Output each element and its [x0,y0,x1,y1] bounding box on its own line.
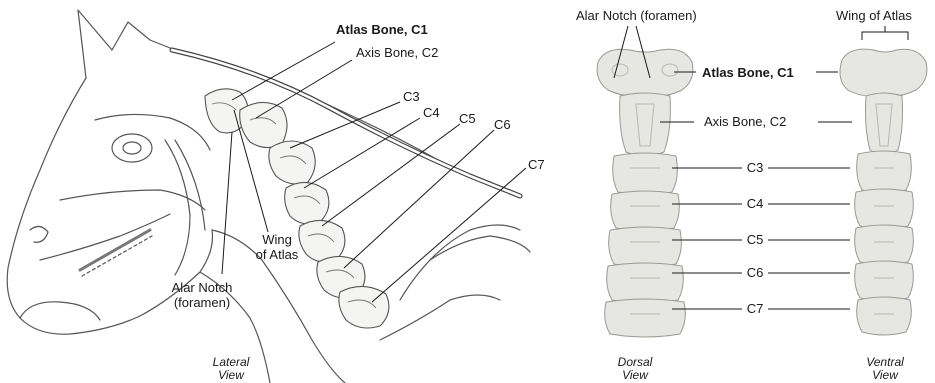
ventral-caption-line2: View [845,369,925,382]
dorsal-label-axis-c2: Axis Bone, C2 [704,114,786,129]
dorsal-label-c4: C4 [740,196,770,211]
lateral-label-c4: C4 [423,105,440,120]
lateral-label-alar-line2: (foramen) [164,295,240,310]
lateral-label-alar-notch: Alar Notch (foramen) [164,280,240,310]
ventral-spine-illustration [840,49,927,335]
lateral-label-c5: C5 [459,111,476,126]
dorsal-caption-line2: View [595,369,675,382]
lateral-label-atlas-c1: Atlas Bone, C1 [336,22,428,37]
lateral-label-axis-c2: Axis Bone, C2 [356,45,438,60]
lateral-label-wing-of-atlas: Wing of Atlas [252,232,302,262]
lateral-label-c6: C6 [494,117,511,132]
dorsal-view-caption: Dorsal View [595,356,675,382]
dorsal-label-c6: C6 [740,265,770,280]
lateral-view-caption: Lateral View [191,356,271,382]
lateral-label-c7: C7 [528,157,545,172]
lateral-label-c3: C3 [403,89,420,104]
ventral-label-wing-of-atlas: Wing of Atlas [836,8,912,23]
dorsal-label-c3: C3 [740,160,770,175]
ventral-view-caption: Ventral View [845,356,925,382]
dorsal-label-c7: C7 [740,301,770,316]
dorsal-spine-illustration [597,49,693,337]
dorsal-label-c5: C5 [740,232,770,247]
lateral-label-wing-line2: of Atlas [252,247,302,262]
leader-alar-lateral [222,132,232,274]
lateral-caption-line2: View [191,369,271,382]
lateral-label-wing-line1: Wing [252,232,302,247]
dorsal-label-alar-notch: Alar Notch (foramen) [576,8,697,23]
lateral-label-alar-line1: Alar Notch [164,280,240,295]
dorsal-label-atlas-c1: Atlas Bone, C1 [702,65,794,80]
